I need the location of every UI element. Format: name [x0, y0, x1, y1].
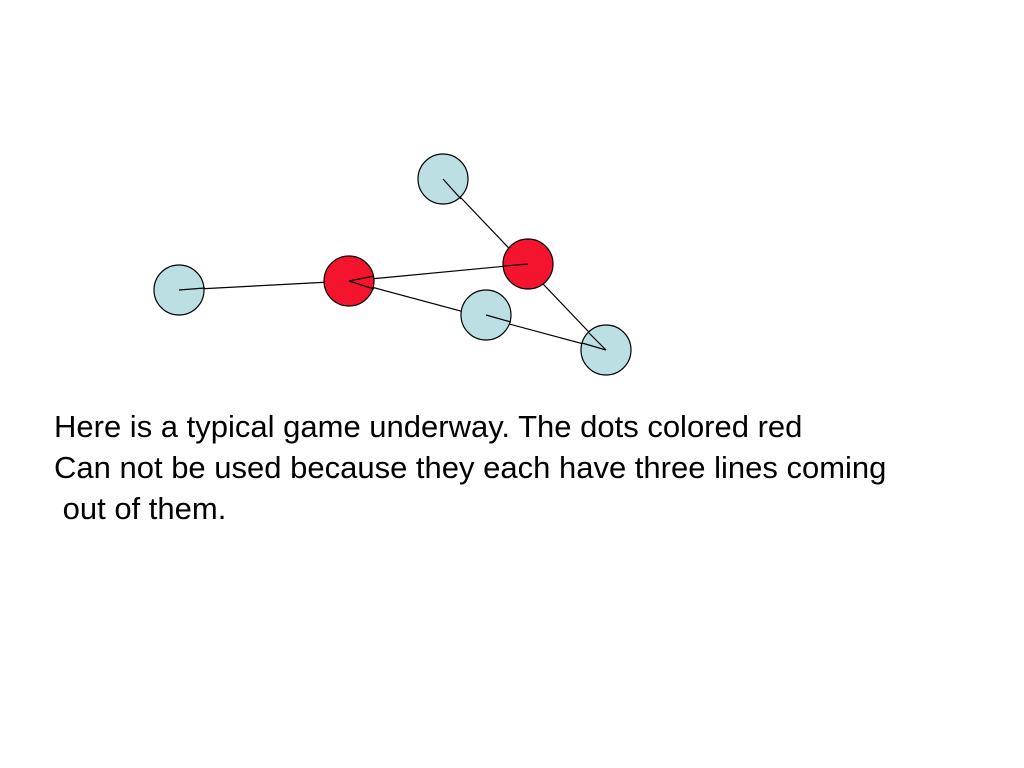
line-end-8 — [485, 314, 512, 323]
game-board — [153, 153, 632, 376]
line-end-4 — [503, 263, 529, 267]
connecting-line-3 — [348, 263, 529, 282]
line-end-7 — [581, 342, 607, 351]
dot-layer — [153, 153, 632, 376]
line-end-1 — [178, 287, 206, 291]
line-end-6 — [588, 332, 607, 351]
caption-line-2: Can not be used because they each have t… — [54, 450, 887, 485]
line-end-2 — [348, 275, 375, 282]
line-end-3 — [348, 280, 375, 290]
caption-line-3: out of them. — [54, 491, 227, 526]
caption-line-1: Here is a typical game underway. The dot… — [54, 409, 803, 444]
caption-text: Here is a typical game underway. The dot… — [54, 406, 1004, 529]
line-end-layer — [178, 178, 607, 351]
line-end-5 — [442, 178, 462, 200]
connecting-line-2 — [178, 280, 350, 291]
